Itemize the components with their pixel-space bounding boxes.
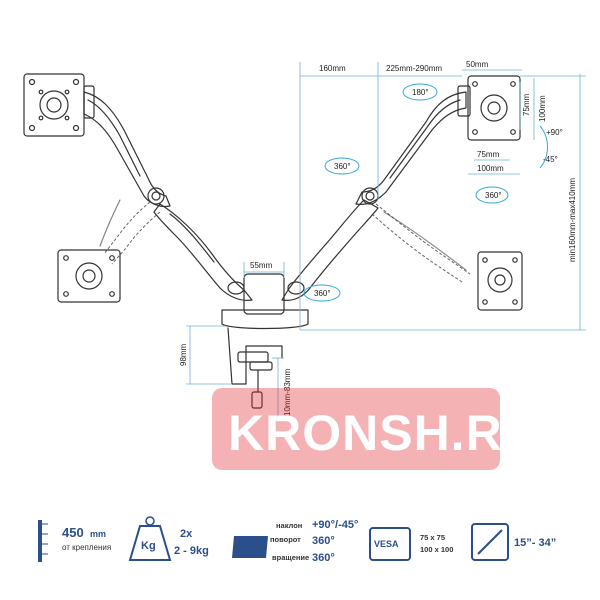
rotate-arrow-icon <box>324 157 360 175</box>
motion-swivel-label: поворот <box>270 535 301 544</box>
wall-icon <box>38 520 42 562</box>
left-ghost-arm <box>99 199 161 265</box>
weight-icon <box>128 525 172 561</box>
rotate-arrow-icon <box>475 186 509 204</box>
vesa-label: VESA <box>374 539 399 549</box>
motion-rotate-label: вращение <box>272 553 309 562</box>
rot-360-right: 360° <box>485 191 502 200</box>
dim-50: 50mm <box>466 60 489 69</box>
screen-size-icon <box>471 523 509 561</box>
rot-360-bottom: 360° <box>314 289 331 298</box>
spec-reach: 450 mm от крепления <box>38 520 111 562</box>
vesa-plate-left-top <box>23 73 85 137</box>
spec-screen: 15”- 34” <box>471 523 556 561</box>
monitor-icon <box>232 536 268 558</box>
spec-weight: Kg 2x 2 - 9kg <box>128 516 209 561</box>
rotate-arrow-icon <box>402 83 438 101</box>
dimension-labels: 160mm 225mm-290mm 50mm 75mm 100mm 75mm 1… <box>179 60 577 416</box>
right-ghost-arm <box>371 203 471 283</box>
swivel-value: 360° <box>312 535 335 547</box>
weight-range: 2 - 9kg <box>174 545 209 557</box>
reach-value: 450 <box>62 525 84 540</box>
dim-min-max: min160mm-max410mm <box>568 178 577 262</box>
watermark-text: KRONSH.RU <box>228 405 540 461</box>
weight-count: 2x <box>180 528 193 540</box>
dim-10-83: 10mm-83mm <box>283 369 292 416</box>
vesa-plate-left-bottom <box>57 249 121 303</box>
rotate-arrow-icon <box>303 284 341 302</box>
right-forearm <box>281 199 379 301</box>
watermark: KRONSH.RU <box>212 388 540 470</box>
vesa-size-2: 100 x 100 <box>420 545 453 554</box>
tilt-value: +90°/-45° <box>312 519 358 531</box>
dim-75-vertical: 75mm <box>522 93 531 116</box>
spec-bar: 450 mm от крепления Kg 2x 2 - 9kg наклон… <box>38 516 556 564</box>
spec-vesa: VESA 75 x 75 100 x 100 <box>369 527 453 561</box>
dim-75-horizontal: 75mm <box>477 150 500 159</box>
rotation-markers: 180° 360° 360° 360° +90° -45° <box>303 83 563 302</box>
vesa-plate-right-bottom <box>477 251 523 311</box>
dim-100-vertical: 100mm <box>538 95 547 122</box>
dim-55: 55mm <box>250 261 273 270</box>
center-pole <box>221 273 309 330</box>
vesa-icon <box>369 527 411 561</box>
dim-160: 160mm <box>319 64 346 73</box>
vesa-size-1: 75 x 75 <box>420 533 445 542</box>
screen-range: 15”- 34” <box>514 537 556 549</box>
tilt-arrow-icon <box>539 125 548 169</box>
weight-icon-label: Kg <box>141 540 156 552</box>
left-forearm <box>153 203 253 301</box>
rotate-value: 360° <box>312 552 335 564</box>
dim-225-290: 225mm-290mm <box>386 64 442 73</box>
reach-unit: mm <box>90 529 106 539</box>
rot-180: 180° <box>412 88 429 97</box>
dim-100-horizontal: 100mm <box>477 164 504 173</box>
motion-tilt-label: наклон <box>276 521 302 530</box>
dimension-lines <box>186 62 586 418</box>
desk-clamp <box>227 327 283 409</box>
rot-tilt-up: +90° <box>546 128 563 137</box>
reach-note: от крепления <box>62 543 111 552</box>
spec-motion: наклон поворот вращение +90°/-45° 360° 3… <box>232 519 358 564</box>
left-upper-arm <box>83 85 171 208</box>
right-upper-arm <box>355 85 471 205</box>
dim-98: 98mm <box>179 343 188 366</box>
rot-360-left: 360° <box>334 162 351 171</box>
rot-tilt-down: -45° <box>543 155 558 164</box>
vesa-plate-right-top <box>467 75 521 141</box>
